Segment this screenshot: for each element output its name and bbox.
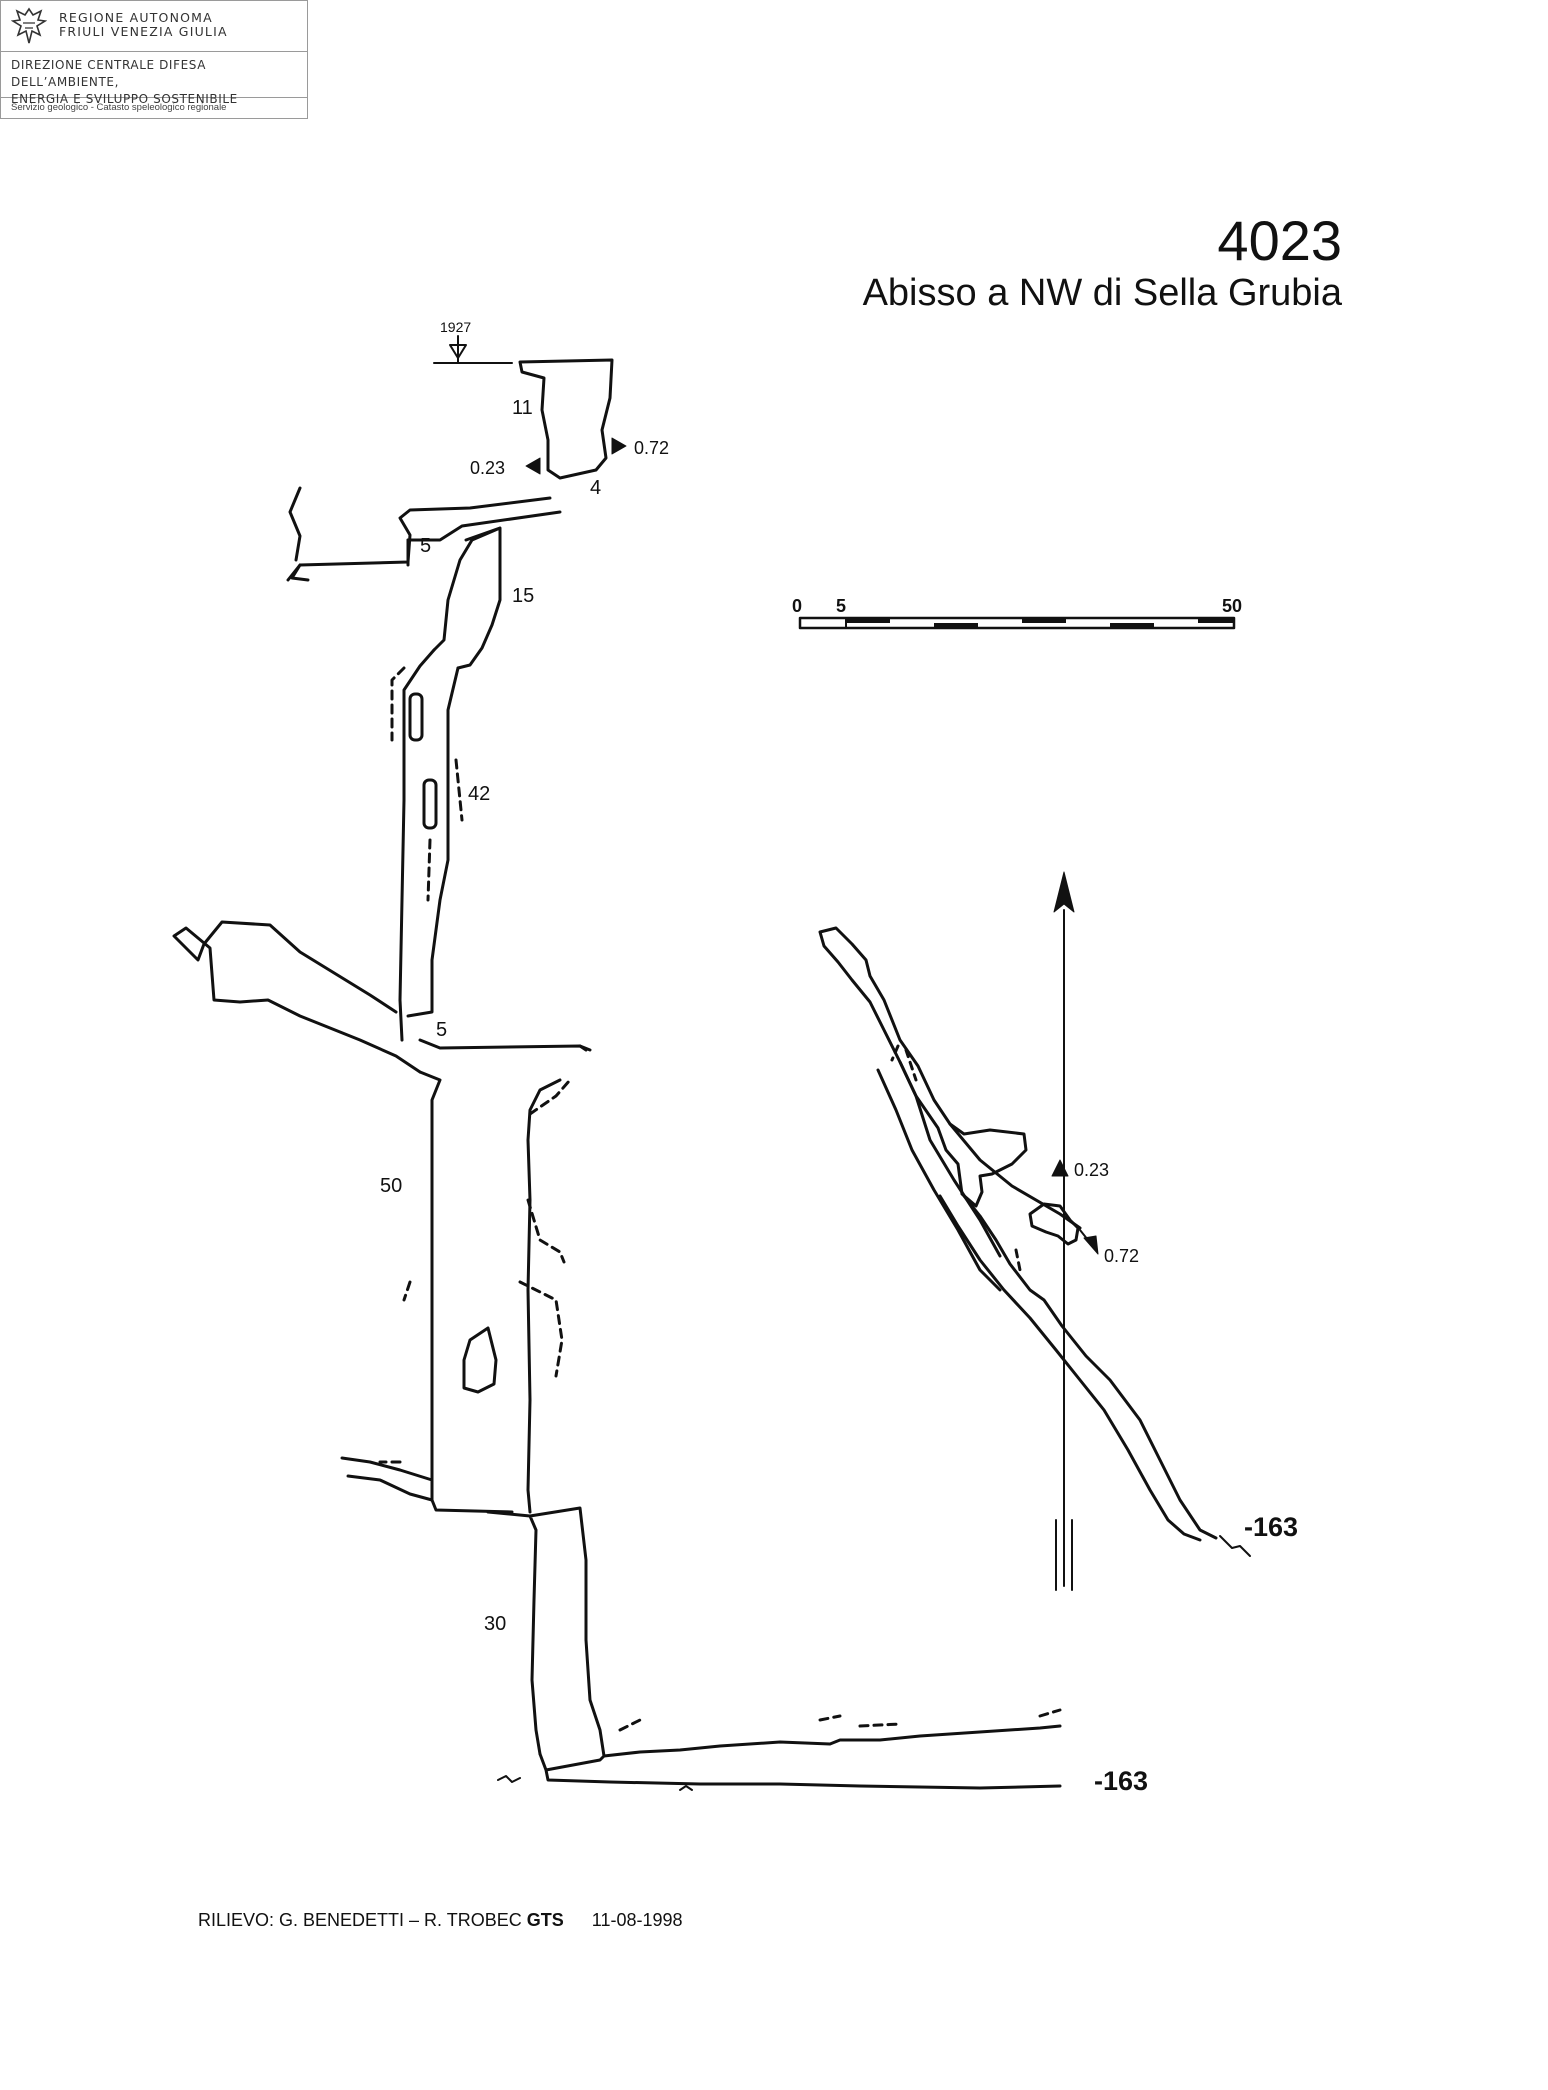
- department-line-2: ENERGIA E SVILUPPO SOSTENIBILE: [11, 92, 238, 106]
- section-shaft-42-pillar-2: [422, 778, 438, 830]
- department-name: DIREZIONE CENTRALE DIFESA DELL’AMBIENTE,…: [11, 57, 307, 108]
- plan-depth-label: -163: [1244, 1512, 1298, 1542]
- section-depth-label: -163: [1094, 1766, 1148, 1796]
- department-line-1: DIREZIONE CENTRALE DIFESA DELL’AMBIENTE,: [11, 58, 206, 89]
- shaft-depth-50: 50: [380, 1175, 402, 1197]
- section-bottom-gallery: [538, 1724, 1062, 1790]
- section-shaft-15: [432, 526, 502, 670]
- north-arrow: [1053, 871, 1075, 1591]
- section-shaft-50-side-gallery: [340, 1456, 434, 1502]
- section-arrow-right-icon: [611, 437, 627, 455]
- shaft-depth-11: 11: [512, 397, 533, 419]
- section-arrow-left-label: 0.23: [470, 458, 505, 478]
- shaft-depth-42: 42: [468, 783, 490, 805]
- section-shaft-50: [418, 1038, 592, 1514]
- plan-arrow-up-label: 0.23: [1074, 1160, 1109, 1180]
- plan-arrow-up-icon: [1051, 1159, 1069, 1177]
- cave-number: 4023: [1217, 209, 1342, 272]
- section-shaft-42-dashed: [390, 666, 464, 902]
- shaft-depth-30: 30: [484, 1613, 506, 1635]
- cave-name: Abisso a NW di Sella Grubia: [862, 272, 1342, 314]
- institution-row: REGIONE AUTONOMA FRIULI VENEZIA GIULIA: [1, 1, 307, 52]
- section-bottom-water: [497, 1775, 693, 1791]
- section-upper-gallery-floor: [286, 538, 410, 582]
- section-shaft-11: [518, 358, 614, 480]
- entrance-altitude-label: 1927: [440, 319, 471, 335]
- survey-date: 11-08-1998: [591, 1910, 683, 1930]
- plan-side-passage: [876, 1060, 1002, 1292]
- section-upper-gallery: [288, 486, 562, 582]
- plan-chamber: [1028, 1202, 1080, 1246]
- scale-bar: [798, 616, 1236, 630]
- survey-group: GTS: [526, 1910, 564, 1930]
- scale-tick-0: 0: [792, 596, 802, 616]
- section-left-gallery: [172, 920, 422, 1074]
- shaft-depth-5a: 5: [420, 535, 431, 557]
- section-bottom-gallery-dashed: [618, 1708, 1062, 1732]
- shaft-depth-5b: 5: [436, 1019, 447, 1041]
- plan-arrow-down-label: 0.72: [1104, 1246, 1139, 1266]
- plan-end-tail: [1219, 1535, 1251, 1557]
- scale-tick-5: 5: [836, 596, 846, 616]
- survey-label: RILIEVO: G. BENEDETTI – R. TROBEC: [198, 1910, 522, 1930]
- section-arrow-right-label: 0.72: [634, 438, 669, 458]
- plan-lower-passage: [938, 1122, 1218, 1542]
- institution-header: REGIONE AUTONOMA FRIULI VENEZIA GIULIA D…: [0, 0, 308, 119]
- section-shaft-42: [398, 648, 460, 1042]
- region-name: REGIONE AUTONOMA FRIULI VENEZIA GIULIA: [59, 11, 228, 39]
- section-shaft-30: [486, 1506, 606, 1758]
- shaft-depth-15: 15: [512, 585, 534, 607]
- eagle-logo-icon: [11, 7, 47, 44]
- scale-tick-50: 50: [1222, 596, 1242, 616]
- section-shaft-50-boulder: [462, 1326, 498, 1394]
- region-line-1: REGIONE AUTONOMA: [59, 10, 213, 25]
- section-shaft-42-pillar: [408, 692, 424, 742]
- service-name: Servizio geologico - Catasto speleologic…: [11, 102, 227, 113]
- entrance-marker: [433, 335, 513, 364]
- section-shaft-50-dashed: [378, 1044, 588, 1464]
- plan-dashed: [890, 1044, 1022, 1272]
- shaft-depth-4: 4: [590, 477, 601, 499]
- survey-credits: RILIEVO: G. BENEDETTI – R. TROBEC GTS 11-…: [198, 1910, 683, 1931]
- region-line-2: FRIULI VENEZIA GIULIA: [59, 24, 228, 39]
- department-row: DIREZIONE CENTRALE DIFESA DELL’AMBIENTE,…: [1, 52, 307, 106]
- plan-upper-passage: [818, 926, 1028, 1208]
- section-arrow-left-icon: [525, 457, 541, 475]
